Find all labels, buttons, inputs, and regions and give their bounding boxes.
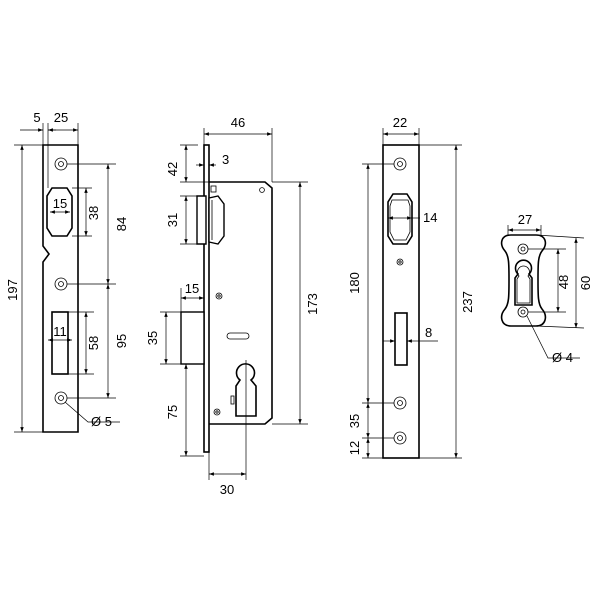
dim-strike-latch-width: 15 [53,196,67,211]
lock-faceplate-strip [203,144,210,453]
faceplate-view: 22 14 180 237 8 35 12 [347,115,475,459]
dim-body-backset: 30 [220,482,234,497]
strike-plate-view: 5 25 197 15 38 84 11 58 95 Ø 5 [5,110,129,433]
dim-body-bolt-projection: 15 [185,281,199,296]
dim-face-bottom: 12 [347,441,362,455]
dim-esc-hole-span: 48 [556,275,571,289]
strike-plate-outline [42,144,79,433]
dim-strike-bolt-height: 58 [86,336,101,350]
lock-case [209,181,273,425]
dim-face-width: 22 [393,115,407,130]
faceplate-screw-holes [393,157,407,445]
lock-body-view: 46 42 3 31 15 35 173 75 30 [145,115,320,497]
dim-strike-hole-dia: Ø 5 [91,414,112,429]
dim-strike-latch-height: 38 [86,206,101,220]
strike-bolt-opening [51,311,69,375]
dim-face-screw-span: 180 [347,272,362,294]
dim-body-plate-thickness: 3 [222,152,229,167]
dim-strike-total-height: 197 [5,279,20,301]
strike-screw-holes [54,157,68,405]
lock-latch [196,195,207,245]
escutcheon-view: 27 48 60 Ø 4 [500,212,593,365]
lock-deadbolt [180,311,205,365]
dim-face-latch-width: 14 [423,210,437,225]
dim-strike-upper-span: 84 [114,217,129,231]
faceplate-latch-opening [387,193,413,245]
dim-strike-lower-span: 95 [114,334,129,348]
dim-face-spacing: 35 [347,414,362,428]
dim-body-top-offset: 42 [165,162,180,176]
dim-strike-width: 25 [54,110,68,125]
dim-body-bolt-height: 35 [145,331,160,345]
dim-esc-height: 60 [578,276,593,290]
dim-esc-width: 27 [518,212,532,227]
faceplate-outline [382,144,420,459]
escutcheon-keyhole [514,259,533,306]
dim-esc-hole-dia: Ø 4 [552,350,573,365]
faceplate-bolt-opening [394,312,408,366]
dim-body-depth: 46 [231,115,245,130]
dim-face-total-height: 237 [460,291,475,313]
dim-body-latch-height: 31 [165,213,180,227]
dim-face-bolt-width: 8 [425,325,432,340]
dim-body-height: 173 [305,293,320,315]
dim-strike-bolt-width: 11 [53,324,67,339]
lock-cylinder-hole [235,363,257,417]
strike-latch-opening [46,187,73,237]
dim-strike-offset: 5 [33,110,40,125]
dim-body-cylinder-offset: 75 [165,405,180,419]
